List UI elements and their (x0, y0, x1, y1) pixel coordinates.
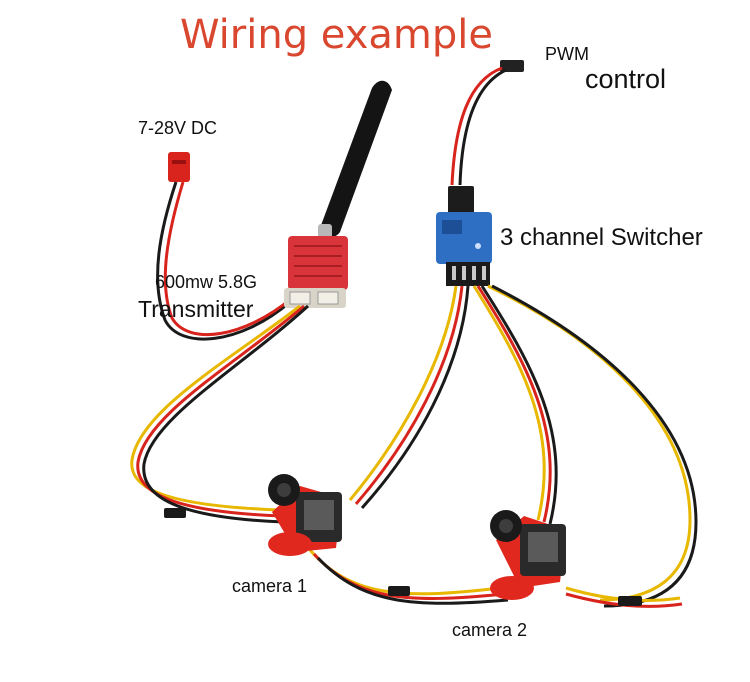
control-label: control (585, 64, 667, 94)
pwm-label: PWM (545, 44, 589, 64)
camera-1 (268, 474, 342, 556)
camera-2-label: camera 2 (452, 620, 528, 640)
power-frequency-label: 600mw 5.8G (155, 272, 258, 292)
video-wires-camera1 (130, 285, 470, 524)
switcher-label: 3 channel Switcher (500, 224, 703, 251)
camera-2 (490, 510, 566, 600)
video-wires-camera2 (308, 284, 698, 608)
power-connector (156, 152, 293, 341)
switcher-board (436, 212, 492, 286)
voltage-label: 7-28V DC (138, 118, 218, 138)
diagram-title: Wiring example (180, 12, 493, 58)
pwm-lead (448, 60, 524, 214)
transmitter-label: Transmitter (138, 296, 254, 322)
transmitter-module (284, 236, 348, 308)
inline-connectors (164, 508, 642, 606)
camera-1-label: camera 1 (232, 576, 308, 596)
antenna (318, 80, 392, 242)
